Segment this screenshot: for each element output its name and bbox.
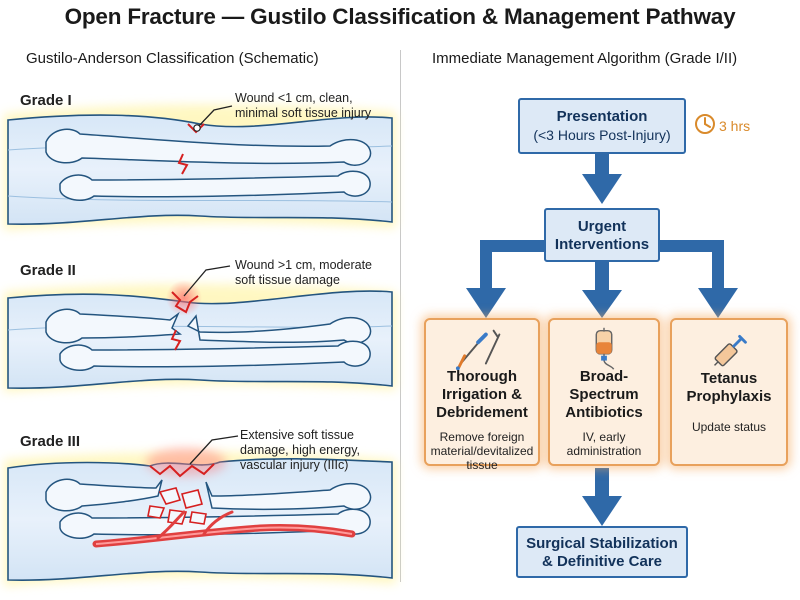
- final-title-line: Surgical Stabilization: [526, 535, 678, 552]
- presentation-box: Presentation (<3 Hours Post-Injury): [518, 98, 686, 154]
- card-detail-line: IV, early: [582, 430, 626, 444]
- grade-2-description: Wound >1 cm, moderate soft tissue damage: [235, 258, 372, 288]
- card-title-line: Debridement: [436, 404, 528, 421]
- card-title-line: Prophylaxis: [686, 388, 772, 405]
- clock-icon: [695, 114, 715, 134]
- final-title-line: & Definitive Care: [541, 553, 663, 570]
- grade-2-label: Grade II: [20, 262, 76, 279]
- card-detail-line: administration: [566, 444, 642, 458]
- classification-panel-title: Gustilo-Anderson Classification (Schemat…: [26, 50, 319, 67]
- grade-1-description-line: Wound <1 cm, clean,: [235, 91, 353, 105]
- grade-3-description-line: Extensive soft tissue: [240, 428, 354, 442]
- grade-3-description: Extensive soft tissue damage, high energ…: [240, 428, 360, 473]
- grade-1-description-line: minimal soft tissue injury: [235, 106, 372, 120]
- tetanus-card: Tetanus Prophylaxis Update status: [670, 318, 788, 466]
- card-detail-line: material/devitalized: [430, 444, 534, 458]
- iv-bag-icon: [595, 327, 615, 370]
- urgent-title-line: Interventions: [554, 236, 650, 253]
- antibiotics-card: Broad- Spectrum Antibiotics IV, early ad…: [548, 318, 660, 466]
- urgent-interventions-box: Urgent Interventions: [544, 208, 660, 262]
- grade-3-description-line: damage, high energy,: [240, 443, 360, 457]
- grade-2-description-line: Wound >1 cm, moderate: [235, 258, 372, 272]
- grade-1-limb: [4, 104, 396, 230]
- grade-1-label: Grade I: [20, 92, 72, 109]
- card-title-line: Tetanus: [700, 370, 758, 387]
- panel-divider: [400, 50, 401, 582]
- card-title-line: Thorough: [447, 368, 517, 385]
- card-detail-line: tissue: [466, 458, 498, 472]
- grade-2-description-line: soft tissue damage: [235, 273, 340, 287]
- card-title-line: Broad-: [579, 368, 629, 385]
- grade-2-limb: [4, 265, 396, 392]
- card-title-line: Antibiotics: [565, 404, 643, 421]
- urgent-title-line: Urgent: [577, 218, 627, 235]
- syringe-icon: [713, 334, 747, 367]
- card-detail-line: Update status: [691, 420, 767, 434]
- presentation-subtitle: (<3 Hours Post-Injury): [533, 127, 671, 143]
- scalpel-forceps-icon: [455, 329, 501, 371]
- grade-3-limb: [4, 435, 396, 586]
- flow-arrows: [466, 154, 738, 526]
- page-title: Open Fracture — Gustilo Classification &…: [64, 4, 736, 29]
- timer-label: 3 hrs: [719, 118, 751, 134]
- grade-1-description: Wound <1 cm, clean, minimal soft tissue …: [235, 91, 371, 121]
- algorithm-panel-title: Immediate Management Algorithm (Grade I/…: [432, 50, 738, 67]
- grade-3-label: Grade III: [20, 433, 81, 450]
- presentation-title: Presentation: [556, 108, 648, 125]
- card-detail-line: Remove foreign: [439, 430, 525, 444]
- card-title-line: Irrigation &: [441, 386, 522, 403]
- surgical-stabilization-box: Surgical Stabilization & Definitive Care: [516, 526, 688, 578]
- irrigation-debridement-card: Thorough Irrigation & Debridement Remove…: [424, 318, 540, 472]
- card-title-line: Spectrum: [569, 386, 639, 403]
- grade-3-description-line: vascular injury (IIIc): [240, 458, 349, 472]
